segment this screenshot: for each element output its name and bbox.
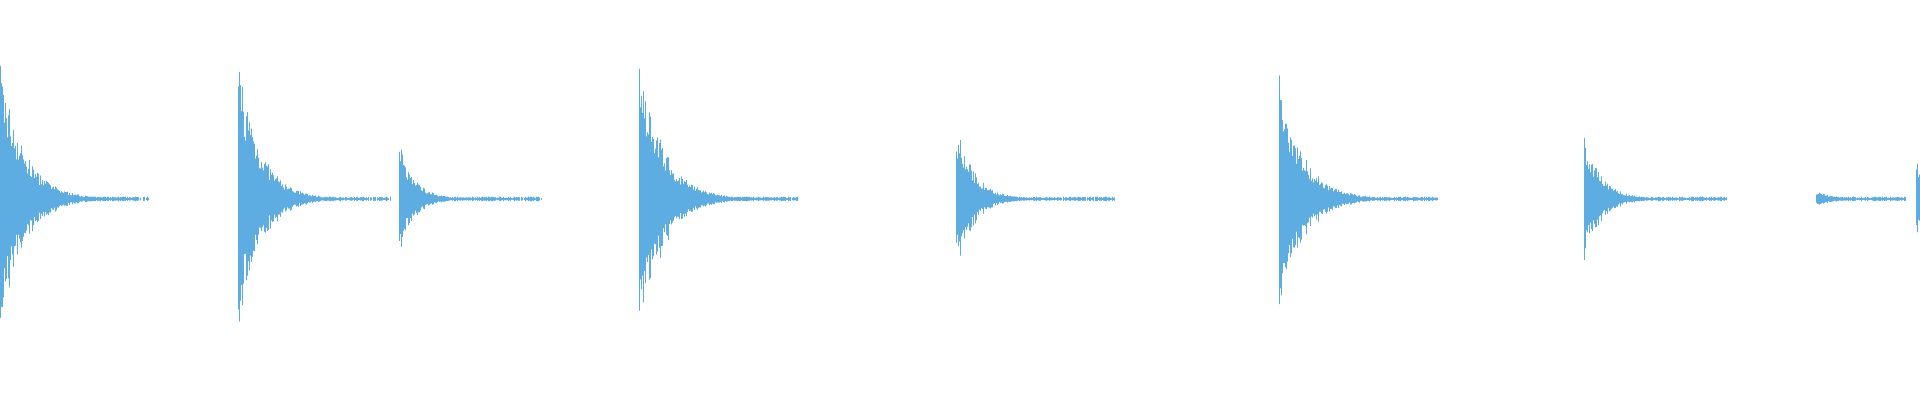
waveform-burst-1 xyxy=(0,65,149,318)
waveform-burst-5 xyxy=(956,140,1115,256)
waveform-burst-8 xyxy=(1816,192,1906,205)
waveform-burst-9 xyxy=(1916,163,1920,233)
waveform-burst-6 xyxy=(1279,75,1438,305)
waveform-burst-2 xyxy=(238,71,391,322)
waveform-burst-4 xyxy=(639,68,798,311)
waveform-burst-3 xyxy=(399,149,542,247)
waveform-trace xyxy=(0,65,1920,322)
waveform-burst-7 xyxy=(1584,137,1727,260)
